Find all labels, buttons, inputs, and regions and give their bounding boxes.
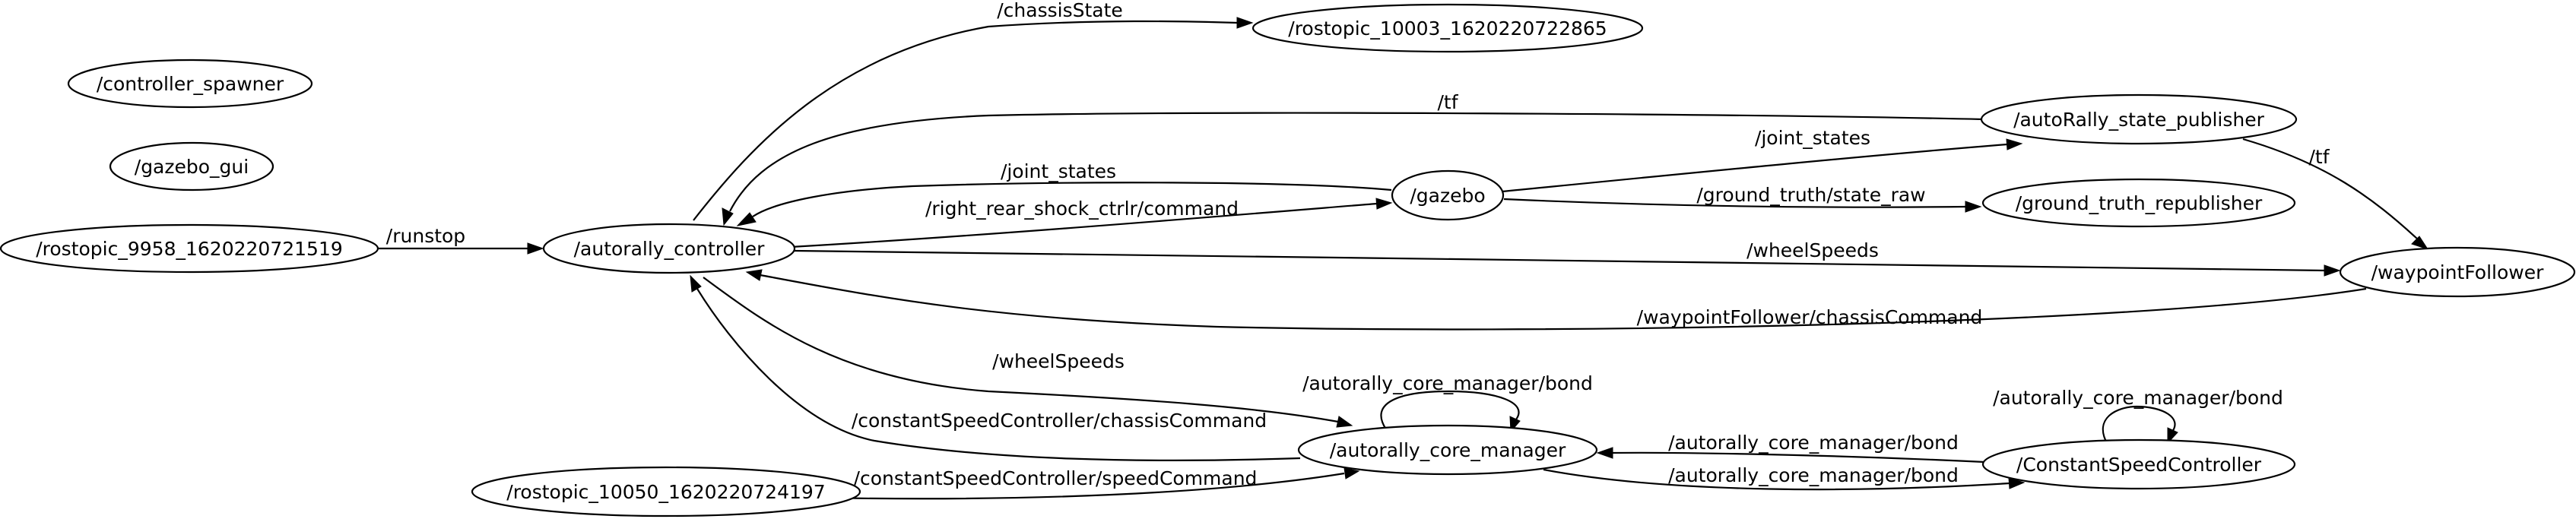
node-label: /autorally_controller (574, 238, 765, 260)
edge-path (760, 274, 2367, 331)
node-controller-spawner[interactable]: /controller_spawner (67, 59, 313, 109)
edge-path (1502, 143, 2008, 193)
arrowhead-icon (1336, 416, 1353, 428)
edge-path (1611, 451, 1985, 464)
edge-path (1380, 390, 1520, 430)
arrowhead-icon (1375, 198, 1393, 210)
edge-waypoint-chassis-command: /waypointFollower/chassisCommand (745, 269, 2367, 331)
edge-label-wheelspeeds-waypoint: /wheelSpeeds (1746, 239, 1879, 261)
node-rostopic-10050[interactable]: /rostopic_10050_1620220724197 (471, 466, 861, 517)
arrowhead-icon (690, 274, 702, 293)
edge-shock-command: /right_rear_shock_ctrlr/command (790, 198, 1393, 248)
edge-path (729, 112, 1984, 212)
edge-label-joint-states-statepub: /joint_states (1755, 127, 1870, 149)
edge-joint-states-controller: /joint_states (736, 160, 1392, 226)
node-label: /controller_spawner (97, 73, 284, 95)
edge-label-shock-command: /right_rear_shock_ctrlr/command (925, 198, 1239, 220)
node-autorally-state-publisher[interactable]: /autoRally_state_publisher (1980, 93, 2298, 145)
edge-core-bond-self: /autorally_core_manager/bond (1302, 372, 1593, 433)
edge-csc-bond-self: /autorally_core_manager/bond (1993, 387, 2283, 445)
edge-label-core-bond-self: /autorally_core_manager/bond (1302, 372, 1593, 394)
edge-runstop: /runstop (379, 225, 544, 255)
node-autorally-core-manager[interactable]: /autorally_core_manager (1297, 424, 1598, 476)
node-rostopic-9958[interactable]: /rostopic_9958_1620220721519 (0, 223, 379, 274)
edge-path (1543, 468, 2010, 491)
arrowhead-icon (1236, 17, 1254, 29)
edge-wheelspeeds-core: /wheelSpeeds (703, 277, 1353, 428)
edge-label-waypoint-chassis-command: /waypointFollower/chassisCommand (1637, 306, 1983, 328)
node-label: /rostopic_10003_1620220722865 (1288, 17, 1607, 40)
edge-label-chassisState: /chassisState (997, 0, 1123, 21)
arrowhead-icon (1344, 467, 1360, 479)
edge-label-wheelspeeds-core: /wheelSpeeds (992, 350, 1125, 372)
edge-wheelspeeds-waypoint: /wheelSpeeds (793, 239, 2341, 277)
node-gazebo-gui[interactable]: /gazebo_gui (109, 141, 274, 191)
edge-tf-to-waypoint: /tf (2242, 138, 2429, 250)
edge-label-speed-command: /constantSpeedController/speedCommand (854, 467, 1258, 489)
arrowhead-icon (2167, 427, 2178, 445)
arrowhead-icon (2411, 236, 2429, 250)
edge-bond-to-core: /autorally_core_manager/bond (1596, 432, 1985, 464)
node-autorally-controller[interactable]: /autorally_controller (542, 223, 796, 274)
edge-speed-command: /constantSpeedController/speedCommand (820, 467, 1360, 500)
edge-label-tf-controller: /tf (1437, 91, 1458, 113)
edge-path (2242, 138, 2419, 240)
edge-path (790, 202, 1378, 248)
edge-joint-states-statepub: /joint_states (1502, 127, 2023, 193)
edge-path (793, 249, 2326, 272)
edge-constant-speed-chassis-command: /constantSpeedController/chassisCommand (690, 274, 1301, 461)
edge-tf-to-controller: /tf (722, 91, 1984, 226)
edge-path (703, 277, 1339, 423)
edge-path (693, 20, 1239, 221)
node-label: /waypointFollower (2371, 261, 2545, 283)
node-gazebo[interactable]: /gazebo (1391, 169, 1505, 221)
arrowhead-icon (1965, 201, 1982, 213)
edge-label-tf-waypoint: /tf (2308, 146, 2330, 168)
arrowhead-icon (2008, 477, 2026, 489)
node-label: /gazebo_gui (135, 156, 249, 178)
edge-label-runstop: /runstop (386, 225, 465, 247)
arrowhead-icon (2324, 264, 2341, 277)
edge-label-constant-speed-chassis: /constantSpeedController/chassisCommand (852, 410, 1267, 432)
node-label: /rostopic_9958_1620220721519 (36, 238, 343, 260)
edge-path (2102, 405, 2176, 445)
node-label: /rostopic_10050_1620220724197 (506, 481, 825, 503)
node-label: /autoRally_state_publisher (2013, 109, 2265, 131)
node-ground-truth-republisher[interactable]: /ground_truth_republisher (1981, 178, 2296, 228)
node-waypoint-follower[interactable]: /waypointFollower (2339, 246, 2576, 298)
arrowhead-icon (527, 242, 544, 255)
arrowhead-icon (722, 207, 734, 226)
arrowhead-icon (1596, 447, 1613, 459)
node-constant-speed-controller[interactable]: /ConstantSpeedController (1981, 438, 2296, 490)
node-label: /autorally_core_manager (1330, 439, 1566, 461)
node-label: /ConstantSpeedController (2016, 454, 2262, 476)
edge-path (820, 472, 1345, 500)
node-rostopic-10003[interactable]: /rostopic_10003_1620220722865 (1252, 3, 1644, 53)
edge-chassisState: /chassisState (693, 0, 1254, 221)
edge-path (1503, 198, 1967, 208)
edge-label-csc-bond-self: /autorally_core_manager/bond (1993, 387, 2283, 409)
edge-ground-truth: /ground_truth/state_raw (1503, 184, 1982, 213)
edge-label-bond-to-core: /autorally_core_manager/bond (1668, 432, 1959, 454)
node-label: /gazebo (1410, 185, 1485, 207)
edge-bond-to-csc: /autorally_core_manager/bond (1543, 464, 2026, 491)
arrowhead-icon (736, 212, 757, 226)
edge-label-ground-truth: /ground_truth/state_raw (1696, 184, 1925, 206)
arrowhead-icon (2006, 138, 2023, 150)
edge-label-bond-to-csc: /autorally_core_manager/bond (1668, 464, 1959, 486)
edge-path (696, 288, 1301, 461)
edge-label-joint-states-controller: /joint_states (1001, 160, 1116, 182)
node-label: /ground_truth_republisher (2016, 192, 2263, 214)
arrowhead-icon (745, 269, 763, 281)
edge-path (752, 182, 1392, 217)
